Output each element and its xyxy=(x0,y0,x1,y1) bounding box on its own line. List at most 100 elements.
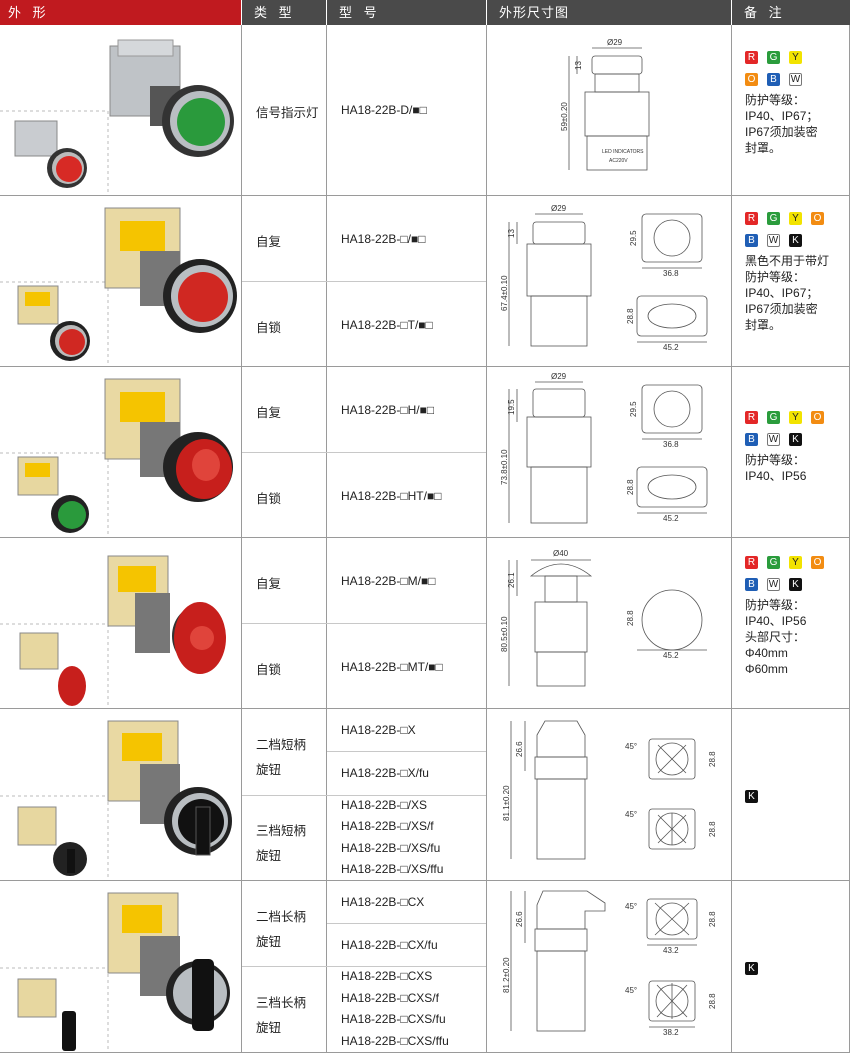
dim-label: 13 xyxy=(507,229,516,238)
swatch-yellow: Y xyxy=(789,556,802,569)
dim-label: Ø40 xyxy=(553,549,569,558)
swatch-black: K xyxy=(745,962,758,975)
note-line: IP40、IP56 xyxy=(745,469,807,483)
model-number: HA18-22B-□/XS xyxy=(341,798,427,812)
swatch-red: R xyxy=(745,411,758,424)
header-photo: 外 形 xyxy=(0,0,241,25)
dim-label: 28.8 xyxy=(708,911,717,927)
swatch-orange: O xyxy=(811,212,824,225)
dim-label: 28.8 xyxy=(626,610,635,626)
swatch-red: R xyxy=(745,556,758,569)
subrow-divider xyxy=(242,452,486,453)
dim-label: 28.8 xyxy=(626,479,635,495)
note-line: 封罩。 xyxy=(745,318,782,332)
dim-label: 38.2 xyxy=(663,1028,679,1037)
swatch-green: G xyxy=(767,556,780,569)
product-photo-indicator-light xyxy=(0,39,234,195)
model-number: HA18-22B-□X/fu xyxy=(341,766,429,780)
dim-label: 29.5 xyxy=(629,401,638,417)
type-label: 旋钮 xyxy=(256,935,282,949)
model-number: HA18-22B-□/XS/fu xyxy=(341,841,441,855)
note-line: 防护等级： xyxy=(745,270,806,284)
header-model: 型 号 xyxy=(327,0,486,25)
type-label: 二档长柄 xyxy=(256,910,307,924)
dim-label: 45.2 xyxy=(663,514,679,523)
dimension-drawing-mushroom: Ø40 26.1 80.5±0.10 45.2 28.8 xyxy=(500,549,707,687)
note-line: 封罩。 xyxy=(745,141,782,155)
subrow-divider xyxy=(242,795,486,796)
model-number: HA18-22B-□CX xyxy=(341,895,425,909)
note-line: Φ60mm xyxy=(745,662,788,676)
subrow-divider xyxy=(242,966,486,967)
dim-label: Ø29 xyxy=(607,38,623,47)
model-number: HA18-22B-□CXS/ffu xyxy=(341,1034,449,1048)
dim-label: 36.8 xyxy=(663,440,679,449)
dim-label: 43.2 xyxy=(663,946,679,955)
dim-label: LED INDICATORS xyxy=(602,149,644,155)
type-label: 自锁 xyxy=(256,663,282,677)
model-number: HA18-22B-□H/■□ xyxy=(341,403,435,417)
note-line: IP67须加装密 xyxy=(745,125,818,139)
swatch-yellow: Y xyxy=(789,411,802,424)
dim-label: 45° xyxy=(625,810,637,819)
note-line: IP40、IP67； xyxy=(745,286,819,300)
type-label: 自复 xyxy=(256,235,282,249)
swatch-red: R xyxy=(745,212,758,225)
swatch-white: W xyxy=(789,73,802,86)
note-line: 黑色不用于带灯 xyxy=(745,254,830,268)
type-label: 旋钮 xyxy=(256,849,282,863)
swatch-blue: B xyxy=(745,578,758,591)
col-divider xyxy=(731,25,732,1053)
swatch-black: K xyxy=(789,433,802,446)
swatch-yellow: Y xyxy=(789,212,802,225)
model-number: HA18-22B-□/■□ xyxy=(341,232,426,246)
model-number: HA18-22B-□T/■□ xyxy=(341,318,433,332)
dim-label: AC220V xyxy=(609,158,628,164)
swatch-red: R xyxy=(745,51,758,64)
dimension-drawing-short-selector: 26.6 81.1±0.20 45° 28.8 45° 28.8 xyxy=(502,720,717,860)
dim-label: 67.4±0.10 xyxy=(500,275,509,311)
model-number: HA18-22B-□CXS xyxy=(341,969,433,983)
type-label: 自锁 xyxy=(256,492,282,506)
type-label: 自复 xyxy=(256,577,282,591)
dim-label: 45.2 xyxy=(663,343,679,352)
swatch-orange: O xyxy=(811,556,824,569)
swatch-white: W xyxy=(767,578,780,591)
col-divider xyxy=(326,25,327,1053)
dim-label: 26.1 xyxy=(507,572,516,588)
swatch-green: G xyxy=(767,51,780,64)
dim-label: 26.6 xyxy=(515,741,524,757)
product-photo-long-selector xyxy=(0,892,230,1052)
dim-label: 13 xyxy=(574,61,583,70)
dim-label: 26.6 xyxy=(515,911,524,927)
dim-label: 28.8 xyxy=(708,993,717,1009)
dim-label: 45° xyxy=(625,902,637,911)
subrow-divider xyxy=(242,281,486,282)
type-label: 二档短柄 xyxy=(256,738,307,752)
dim-label: 28.8 xyxy=(626,308,635,324)
header-type: 类 型 xyxy=(242,0,326,25)
row-divider xyxy=(0,537,850,538)
model-number: HA18-22B-□/XS/f xyxy=(341,819,434,833)
col-divider xyxy=(241,25,242,1053)
row-divider xyxy=(0,708,850,709)
product-photo-flush-button xyxy=(0,207,237,366)
model-number: HA18-22B-□X xyxy=(341,723,416,737)
product-photo-extended-button xyxy=(0,378,233,537)
dimension-drawing-long-selector: 26.6 81.2±0.20 43.2 45° 28.8 38.2 45° 28… xyxy=(502,890,717,1037)
subrow-divider xyxy=(327,751,486,752)
model-number: HA18-22B-□CX/fu xyxy=(341,938,438,952)
col-divider xyxy=(486,25,487,1053)
swatch-orange: O xyxy=(745,73,758,86)
note-line: 防护等级： xyxy=(745,598,806,612)
note-line: Φ40mm xyxy=(745,646,788,660)
dim-label: 59±0.20 xyxy=(560,102,569,131)
dim-label: 19.5 xyxy=(507,399,516,415)
swatch-yellow: Y xyxy=(789,51,802,64)
